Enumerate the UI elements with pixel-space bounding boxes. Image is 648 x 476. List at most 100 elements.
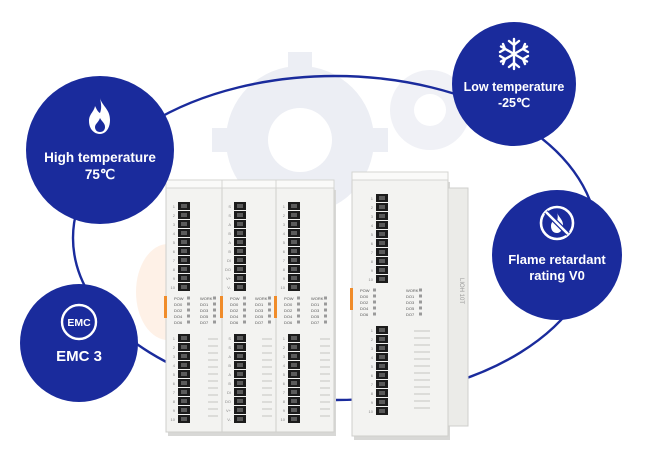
status-led-label: DO3 <box>311 308 320 313</box>
bottom-terminal-label: 10 <box>369 409 374 414</box>
terminal-screw <box>181 345 187 349</box>
bottom-terminal-label: 7 <box>283 390 286 395</box>
status-led <box>324 296 327 300</box>
terminal-screw <box>291 372 297 376</box>
status-led-label: DO6 <box>174 320 183 325</box>
terminal-screw <box>291 345 297 349</box>
bottom-terminal-label: 3 <box>371 346 374 351</box>
status-led-label: DO3 <box>255 308 264 313</box>
top-terminal-label: 6 <box>371 241 374 246</box>
terminal-screw <box>379 409 385 413</box>
status-led-label: DO3 <box>200 308 209 313</box>
vent-rib <box>414 407 430 409</box>
vent-rib <box>414 393 430 395</box>
vent-rib <box>262 366 272 368</box>
vent-rib <box>320 373 330 375</box>
terminal-screw <box>291 354 297 358</box>
vent-rib <box>414 337 430 339</box>
status-led <box>243 296 246 300</box>
terminal-screw <box>291 240 297 244</box>
status-led <box>268 302 271 306</box>
status-led <box>419 300 422 304</box>
emc-label: EMC 3 <box>56 348 102 365</box>
bottom-terminal-label: A <box>228 372 231 377</box>
status-led-label: DO5 <box>406 306 415 311</box>
vent-rib <box>208 352 218 354</box>
terminal-screw <box>291 222 297 226</box>
status-led <box>419 312 422 316</box>
bottom-terminal-label: DI <box>227 390 231 395</box>
emc-icon-text: EMC <box>67 317 91 329</box>
bottom-terminal-label: 8 <box>371 391 374 396</box>
bottom-terminal-label: 4 <box>371 355 374 360</box>
status-led <box>187 320 190 324</box>
status-led-label: DO5 <box>255 314 264 319</box>
top-terminal-label: 10 <box>369 277 374 282</box>
status-led-label: DO0 <box>174 302 183 307</box>
bottom-terminal-label: 4 <box>283 363 286 368</box>
terminal-screw <box>237 204 243 208</box>
status-led-label: DO6 <box>230 320 239 325</box>
top-terminal-label: B <box>228 249 231 254</box>
module-lid <box>221 179 277 189</box>
terminal-screw <box>291 213 297 217</box>
vent-rib <box>320 387 330 389</box>
bottom-terminal-label: 4 <box>173 363 176 368</box>
vent-rib <box>320 352 330 354</box>
status-led-label: DO7 <box>255 320 264 325</box>
status-led <box>419 288 422 292</box>
status-led <box>243 308 246 312</box>
status-led <box>373 294 376 298</box>
status-led-label: DO7 <box>311 320 320 325</box>
status-led <box>297 308 300 312</box>
top-terminal-label: 3 <box>283 222 286 227</box>
status-led-label: DO0 <box>230 302 239 307</box>
terminal-screw <box>181 417 187 421</box>
vent-rib <box>208 380 218 382</box>
terminal-screw <box>291 231 297 235</box>
din-rail-housing <box>447 187 469 427</box>
top-terminal-label: 5 <box>283 240 286 245</box>
fire-icon <box>83 96 117 141</box>
bottom-terminal-label: 9 <box>173 408 176 413</box>
top-terminal-label: 9 <box>283 276 286 281</box>
low-temperature-label: Low temperature -25℃ <box>452 80 576 111</box>
bottom-terminal-label: 8 <box>283 399 286 404</box>
status-led-label: DO7 <box>200 320 209 325</box>
status-led-label: WORK <box>255 296 268 301</box>
status-led <box>243 320 246 324</box>
terminal-screw <box>237 354 243 358</box>
vent-rib <box>320 415 330 417</box>
terminal-screw <box>379 400 385 404</box>
terminal-screw <box>291 381 297 385</box>
top-terminal-label: 8 <box>283 267 286 272</box>
bottom-terminal-label: 1 <box>173 336 176 341</box>
status-led-label: WORK <box>200 296 213 301</box>
status-led-label: DO4 <box>174 314 183 319</box>
top-terminal-label: 5 <box>371 232 374 237</box>
flame-retardant-badge: Flame retardant rating V0 <box>492 190 622 320</box>
bottom-terminal-label: 7 <box>173 390 176 395</box>
status-led-label: DO1 <box>406 294 415 299</box>
low-temperature-badge: Low temperature -25℃ <box>452 22 576 146</box>
status-led-label: DO2 <box>284 308 293 313</box>
low-temperature-value: -25℃ <box>497 95 531 110</box>
status-led-label: POW <box>230 296 240 301</box>
terminal-screw <box>237 213 243 217</box>
vent-rib <box>208 345 218 347</box>
bottom-terminal-label: S <box>228 345 231 350</box>
status-led <box>213 296 216 300</box>
terminal-screw <box>181 213 187 217</box>
status-led-label: DO2 <box>360 300 369 305</box>
bottom-terminal-label: A <box>228 354 231 359</box>
status-led-label: DO1 <box>311 302 320 307</box>
vent-rib <box>320 380 330 382</box>
orange-clip <box>274 296 277 318</box>
terminal-screw <box>291 267 297 271</box>
terminal-screw <box>379 232 385 236</box>
status-led-label: DO2 <box>174 308 183 313</box>
bottom-terminal-label: 7 <box>371 382 374 387</box>
status-led-label: DO5 <box>200 314 209 319</box>
